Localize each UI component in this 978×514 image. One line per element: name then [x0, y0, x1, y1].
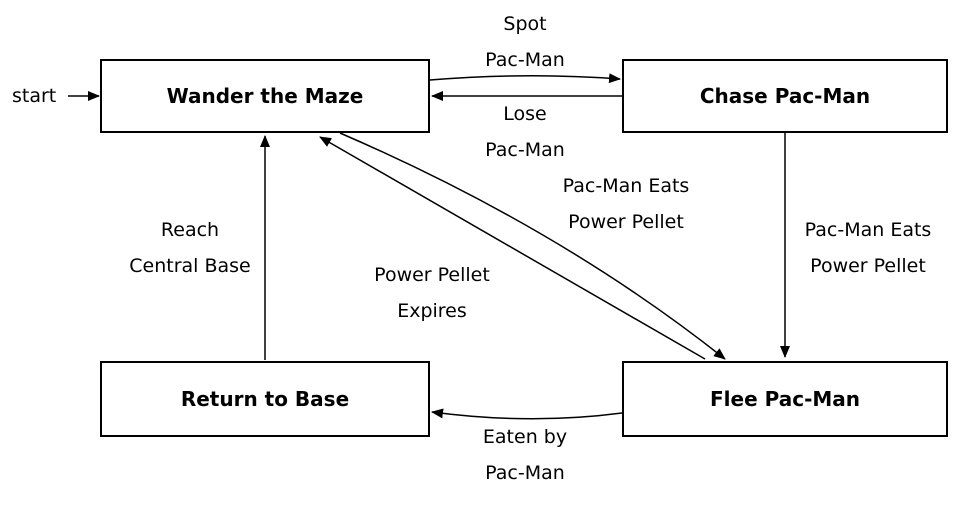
state-chase-pac-man: Chase Pac-Man: [622, 59, 948, 133]
state-return-to-base: Return to Base: [100, 361, 430, 437]
eaten-arrow: [431, 408, 623, 420]
expires-arrow: [319, 136, 706, 360]
spot-arrow: [429, 73, 621, 84]
start-label: start: [12, 85, 57, 107]
state-flee-pac-man: Flee Pac-Man: [622, 361, 948, 437]
state-wander-the-maze: Wander the Maze: [100, 59, 430, 133]
wander-to-flee-arrow: [339, 132, 726, 360]
